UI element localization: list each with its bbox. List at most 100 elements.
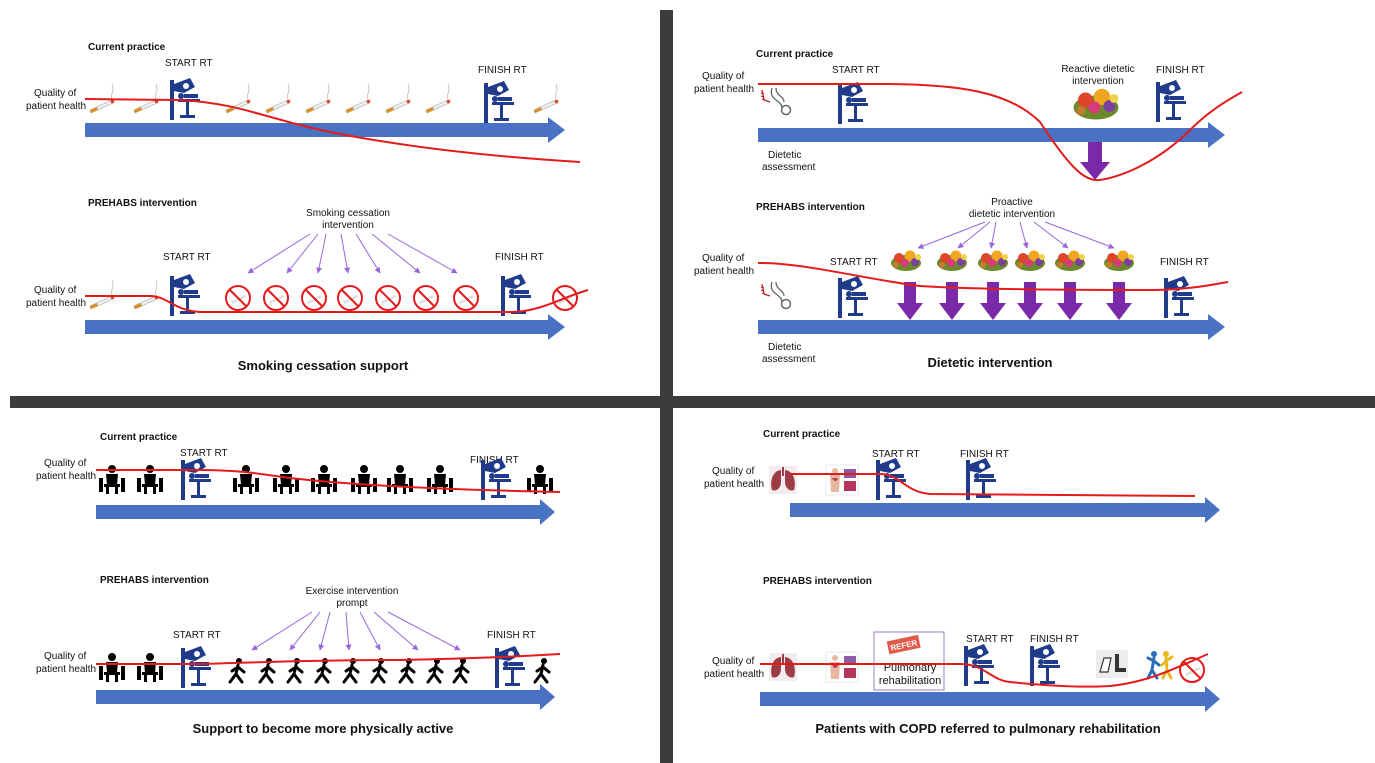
- seated-person-icon: [233, 465, 259, 494]
- radiotherapy-machine-icon: [1164, 276, 1194, 318]
- panel-caption: Patients with COPD referred to pulmonary…: [815, 721, 1160, 736]
- food-icon: [1104, 250, 1134, 271]
- food-icon: [1015, 250, 1045, 271]
- intervention-pointers: [251, 611, 461, 651]
- timeline-arrow: [758, 314, 1225, 340]
- radiotherapy-machine-icon: [495, 646, 525, 688]
- finish-rt-label: FINISH RT: [960, 449, 1009, 460]
- health-curve: [760, 653, 1209, 688]
- cigarette-icon: [345, 83, 371, 114]
- start-rt-label: START RT: [872, 449, 920, 460]
- cigarette-icon: [533, 83, 559, 114]
- intervention-pointers: [917, 221, 1115, 249]
- no-smoking-icon: [413, 285, 439, 311]
- smoking-panel: Current practice START RT FINISH RT Qual…: [26, 42, 589, 373]
- prehabs-intervention-label: PREHABS intervention: [88, 198, 197, 209]
- timeline-arrow: [790, 497, 1220, 523]
- finish-rt-label: FINISH RT: [1156, 65, 1205, 76]
- dietetic-panel: Current practice START RT Reactive diete…: [694, 49, 1243, 370]
- seated-person-icon: [527, 465, 553, 494]
- no-smoking-icon: [301, 285, 327, 311]
- health-curve: [790, 473, 1196, 497]
- cigarette-icon: [133, 83, 159, 114]
- no-smoking-icon: [225, 285, 251, 311]
- cigarette-icon: [133, 279, 159, 310]
- radiotherapy-machine-icon: [838, 82, 868, 124]
- radiotherapy-machine-icon: [876, 458, 906, 500]
- finish-rt-label: FINISH RT: [495, 252, 544, 263]
- inhaler-icon: [1095, 649, 1129, 679]
- walking-person-icon: [342, 656, 360, 684]
- radiotherapy-machine-icon: [181, 458, 211, 500]
- seated-person-icon: [387, 465, 413, 494]
- timeline-arrow: [96, 684, 555, 710]
- no-smoking-icon: [263, 285, 289, 311]
- seated-person-icon: [137, 653, 163, 682]
- prehabs-intervention-label: PREHABS intervention: [756, 202, 865, 213]
- exercise-panel: Current practice START RT FINISH RT Qual…: [36, 432, 561, 736]
- lungs-icon: [768, 465, 798, 495]
- food-icon: [1073, 88, 1119, 120]
- stethoscope-icon: [760, 281, 792, 310]
- start-rt-label: START RT: [832, 65, 880, 76]
- start-rt-label: START RT: [180, 448, 228, 459]
- seated-person-icon: [351, 465, 377, 494]
- walking-person-icon: [370, 656, 388, 684]
- health-curve: [758, 83, 1243, 182]
- health-curve: [84, 98, 581, 163]
- finish-rt-label: FINISH RT: [1030, 634, 1079, 645]
- walking-person-icon: [533, 656, 551, 684]
- radiotherapy-machine-icon: [1030, 644, 1060, 686]
- down-arrows: [897, 282, 1132, 320]
- start-rt-label: START RT: [163, 252, 211, 263]
- anatomy-chart-icon: [825, 464, 859, 496]
- intervention-pointers: [247, 233, 458, 274]
- finish-rt-label: FINISH RT: [487, 630, 536, 641]
- radiotherapy-machine-icon: [838, 276, 868, 318]
- horizontal-divider: [10, 396, 1375, 408]
- current-practice-label: Current practice: [88, 42, 166, 53]
- health-curve: [96, 653, 561, 665]
- timeline-arrow: [85, 314, 565, 340]
- current-practice-label: Current practice: [100, 432, 178, 443]
- exercise-prehabs-row: PREHABS intervention Exercise interventi…: [36, 575, 561, 736]
- cigarette-icon: [265, 83, 291, 114]
- walking-person-icon: [452, 656, 470, 684]
- prehabs-intervention-label: PREHABS intervention: [100, 575, 209, 586]
- walking-person-icon: [398, 656, 416, 684]
- copd-prehabs-row: PREHABS intervention START RT FINISH RT …: [704, 576, 1220, 736]
- exercise-current-row: Current practice START RT FINISH RT Qual…: [36, 432, 561, 525]
- health-curve: [85, 289, 589, 313]
- cigarette-icon: [385, 83, 411, 114]
- smoking-current-row: Current practice START RT FINISH RT Qual…: [26, 42, 581, 163]
- food-icon: [978, 250, 1008, 271]
- finish-rt-label: FINISH RT: [478, 65, 527, 76]
- panel-caption: Support to become more physically active: [193, 721, 454, 736]
- cigarette-icon: [425, 83, 451, 114]
- food-icon: [891, 250, 921, 271]
- copd-panel: Current practice START RT FINISH RT Qual…: [704, 429, 1220, 736]
- finish-rt-label: FINISH RT: [1160, 257, 1209, 268]
- start-rt-label: START RT: [165, 58, 213, 69]
- down-arrow: [1080, 142, 1110, 180]
- vertical-divider: [660, 10, 673, 763]
- seated-person-icon: [311, 465, 337, 494]
- food-icon: [937, 250, 967, 271]
- panel-caption: Dietetic intervention: [928, 355, 1053, 370]
